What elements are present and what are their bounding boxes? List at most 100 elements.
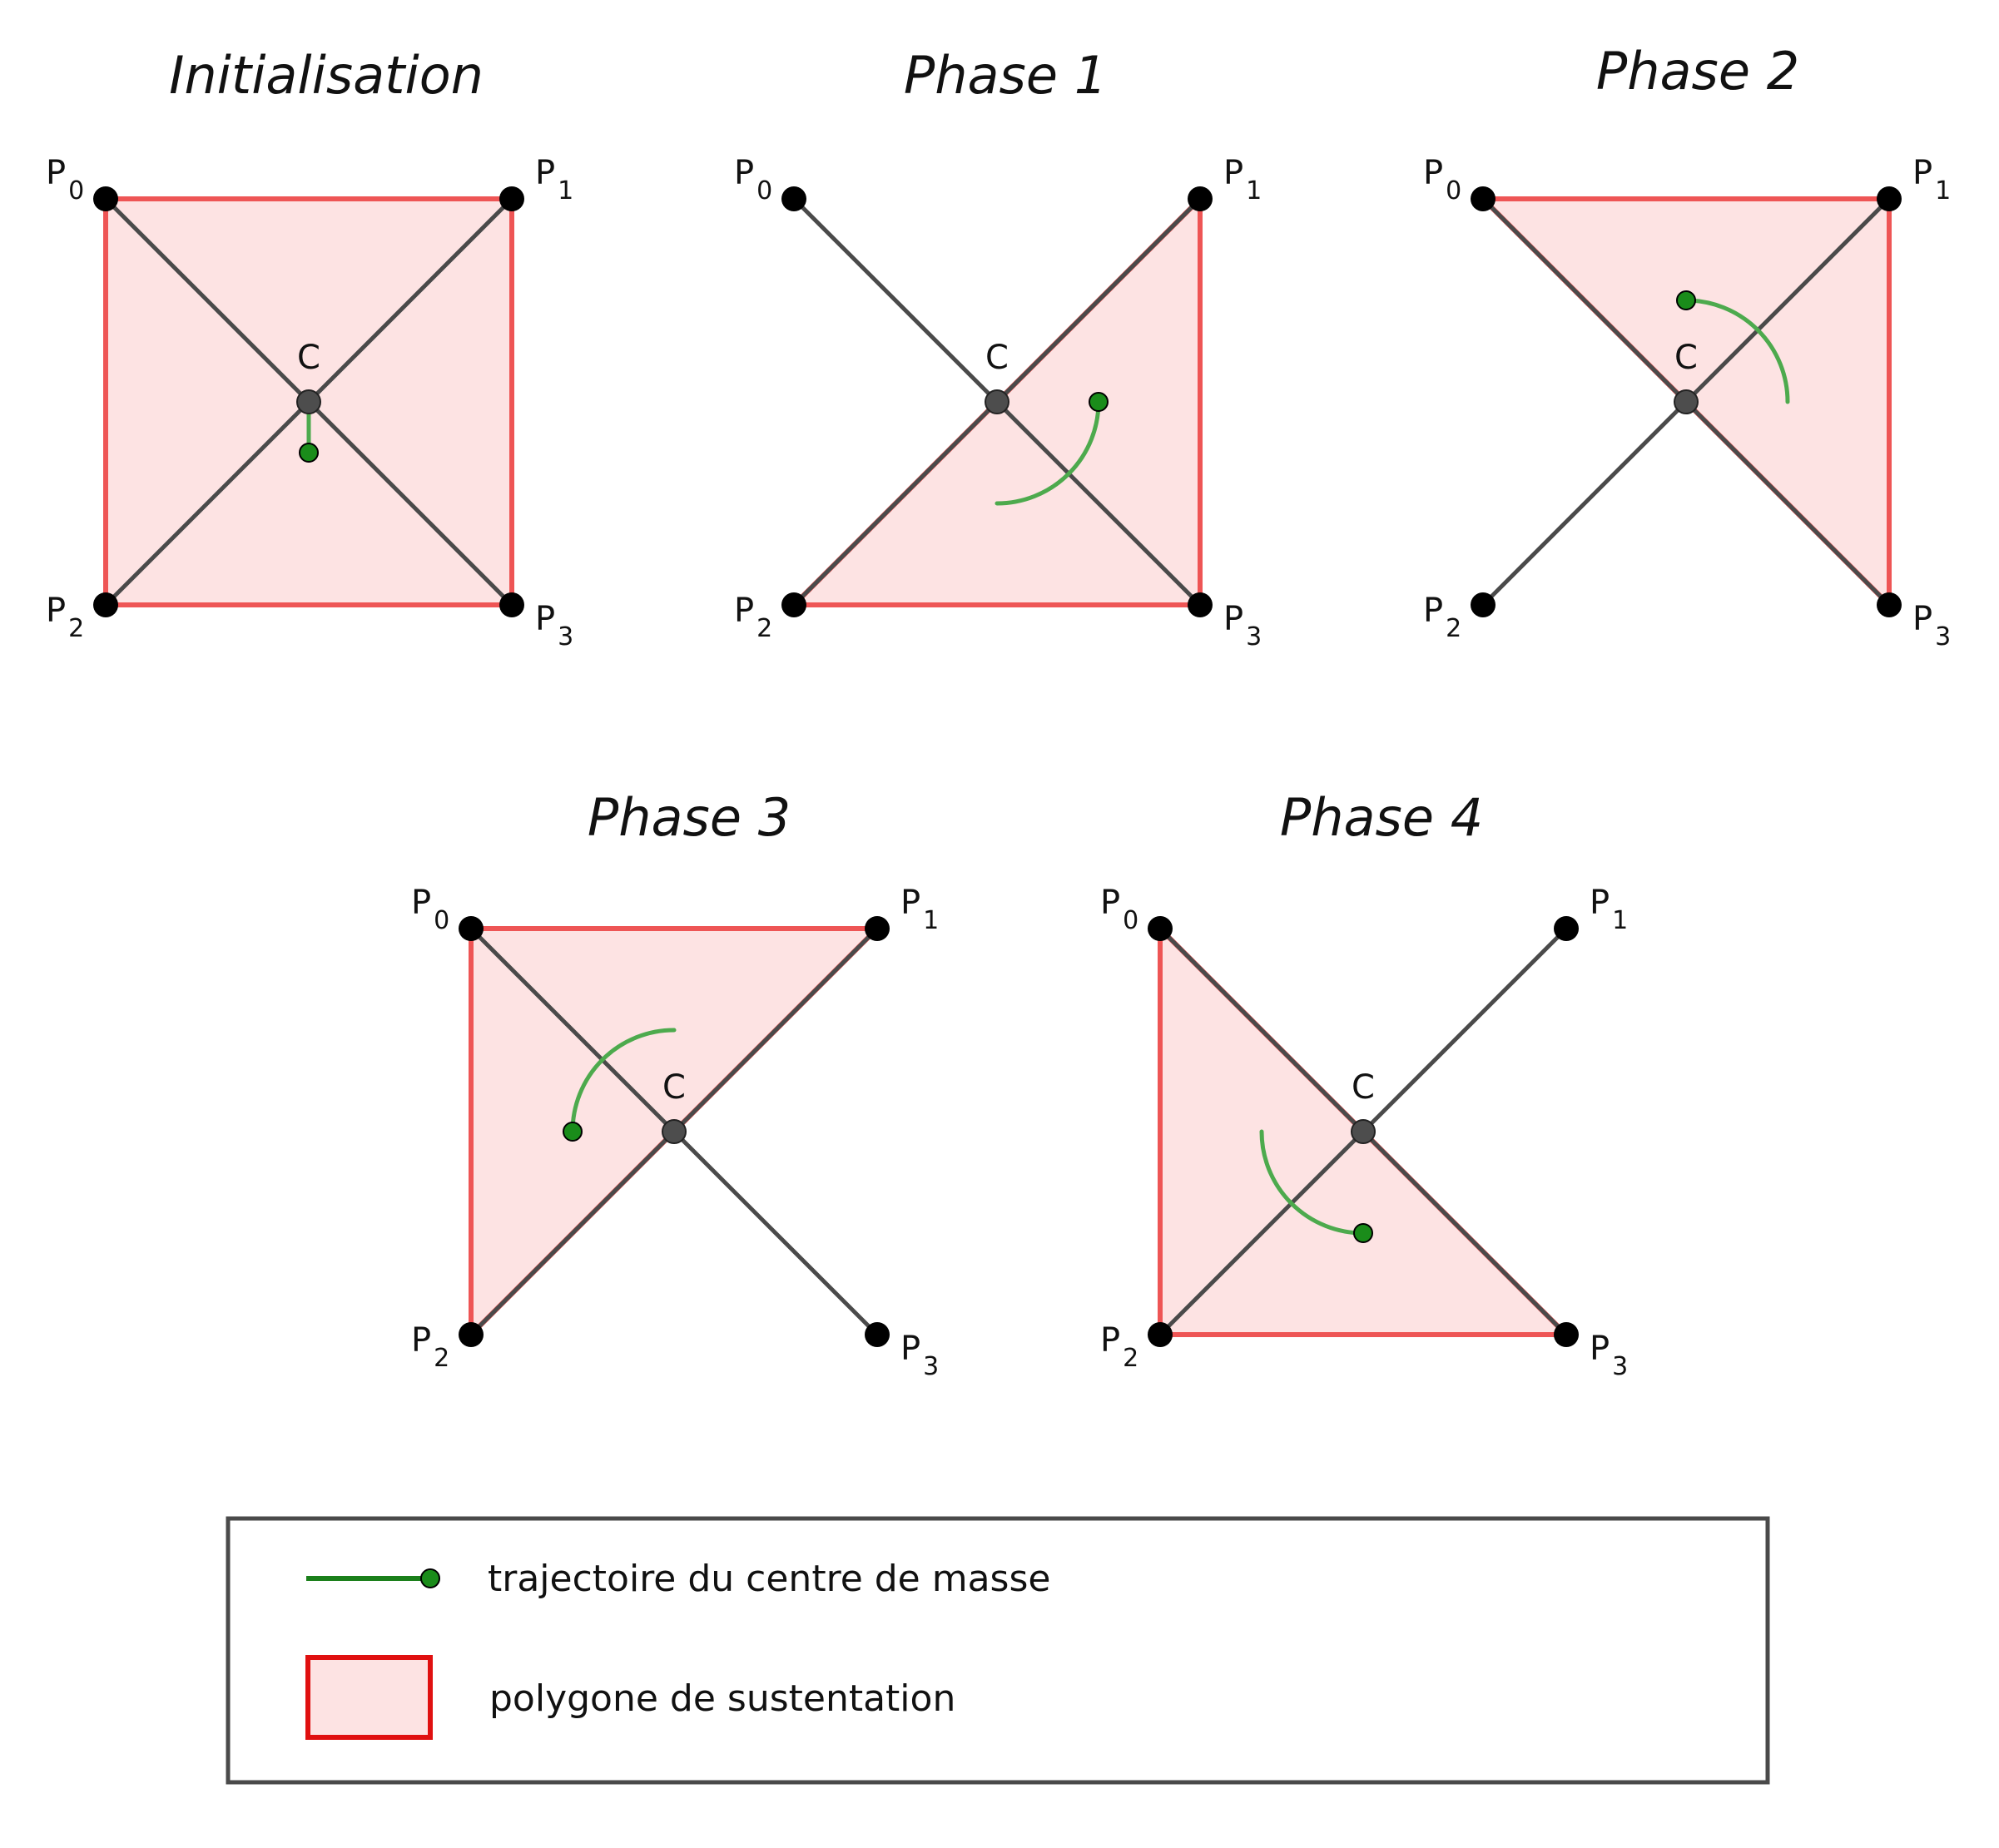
foot-label-base: P bbox=[1223, 600, 1243, 638]
foot-p3 bbox=[865, 1322, 890, 1347]
foot-label-sub: 3 bbox=[1935, 622, 1951, 652]
foot-p2 bbox=[459, 1322, 484, 1347]
foot-label-base: P bbox=[734, 154, 754, 192]
foot-label-base: P bbox=[1912, 600, 1932, 638]
foot-label-sub: 1 bbox=[923, 906, 939, 935]
com-trajectory bbox=[1259, 1129, 1366, 1236]
foot-label-base: P bbox=[46, 592, 66, 630]
com-trajectory bbox=[995, 399, 1101, 506]
foot-label-sub: 0 bbox=[1123, 906, 1138, 935]
foot-p0 bbox=[1148, 916, 1173, 941]
foot-p0 bbox=[459, 916, 484, 941]
center-point bbox=[1674, 389, 1699, 414]
foot-p2 bbox=[1148, 1322, 1173, 1347]
com-position-dot bbox=[1089, 392, 1109, 412]
foot-label-base: P bbox=[1912, 154, 1932, 192]
foot-label-base: P bbox=[1423, 154, 1443, 192]
foot-label-base: P bbox=[1100, 884, 1120, 922]
center-point bbox=[662, 1119, 687, 1144]
center-point bbox=[1351, 1119, 1376, 1144]
foot-label-base: P bbox=[1423, 592, 1443, 630]
foot-label-sub: 2 bbox=[1123, 1344, 1138, 1373]
legend-polygon-label: polygone de sustentation bbox=[489, 1677, 955, 1720]
foot-label-sub: 1 bbox=[1935, 176, 1951, 206]
foot-p1 bbox=[1554, 916, 1579, 941]
foot-label-base: P bbox=[411, 884, 431, 922]
foot-label-sub: 2 bbox=[434, 1344, 449, 1373]
center-label: C bbox=[297, 339, 320, 377]
foot-p2 bbox=[781, 592, 806, 617]
foot-label-sub: 3 bbox=[1246, 622, 1262, 652]
foot-p1 bbox=[499, 186, 524, 211]
panel-title: Phase 2 bbox=[1596, 41, 1799, 102]
foot-p3 bbox=[499, 592, 524, 617]
foot-label-sub: 0 bbox=[434, 906, 449, 935]
center-label: C bbox=[985, 339, 1009, 377]
com-trajectory bbox=[570, 1028, 677, 1134]
foot-label-sub: 2 bbox=[756, 614, 772, 643]
foot-label-base: P bbox=[1590, 1330, 1610, 1368]
foot-label-sub: 2 bbox=[1446, 614, 1461, 643]
foot-p2 bbox=[1471, 592, 1496, 617]
foot-label-sub: 0 bbox=[756, 176, 772, 206]
legend-trajectory-label: trajectoire du centre de masse bbox=[488, 1558, 1050, 1600]
foot-label-base: P bbox=[900, 1330, 920, 1368]
foot-p1 bbox=[865, 916, 890, 941]
foot-p2 bbox=[93, 592, 118, 617]
com-position-dot bbox=[1353, 1223, 1373, 1243]
foot-label-sub: 0 bbox=[68, 176, 84, 206]
panel-title: Phase 3 bbox=[588, 787, 791, 848]
foot-label-base: P bbox=[900, 884, 920, 922]
foot-p3 bbox=[1554, 1322, 1579, 1347]
legend: trajectoire du centre de masse polygone … bbox=[226, 1516, 1770, 1785]
foot-label-base: P bbox=[1590, 884, 1610, 922]
com-position-dot bbox=[563, 1122, 583, 1142]
foot-label-sub: 3 bbox=[923, 1352, 939, 1381]
center-label: C bbox=[1352, 1068, 1375, 1107]
foot-label-sub: 2 bbox=[68, 614, 84, 643]
foot-label-base: P bbox=[535, 600, 555, 638]
foot-label-base: P bbox=[734, 592, 754, 630]
foot-p0 bbox=[1471, 186, 1496, 211]
foot-p1 bbox=[1188, 186, 1213, 211]
foot-label-sub: 3 bbox=[1612, 1352, 1628, 1381]
panel-title: Phase 1 bbox=[904, 45, 1107, 106]
center-point bbox=[296, 389, 321, 414]
panel-title: Phase 4 bbox=[1280, 787, 1483, 848]
foot-label-base: P bbox=[535, 154, 555, 192]
com-position-dot bbox=[299, 443, 319, 463]
foot-label-base: P bbox=[46, 154, 66, 192]
foot-p0 bbox=[93, 186, 118, 211]
foot-label-base: P bbox=[411, 1321, 431, 1360]
legend-frame bbox=[226, 1516, 1770, 1785]
legend-polygon-swatch bbox=[305, 1655, 433, 1740]
foot-label-sub: 1 bbox=[1612, 906, 1628, 935]
foot-label-base: P bbox=[1223, 154, 1243, 192]
legend-trajectory-dot bbox=[420, 1568, 440, 1588]
foot-p3 bbox=[1877, 592, 1902, 617]
foot-label-sub: 3 bbox=[558, 622, 573, 652]
center-label: C bbox=[662, 1068, 686, 1107]
foot-label-sub: 0 bbox=[1446, 176, 1461, 206]
foot-p1 bbox=[1877, 186, 1902, 211]
